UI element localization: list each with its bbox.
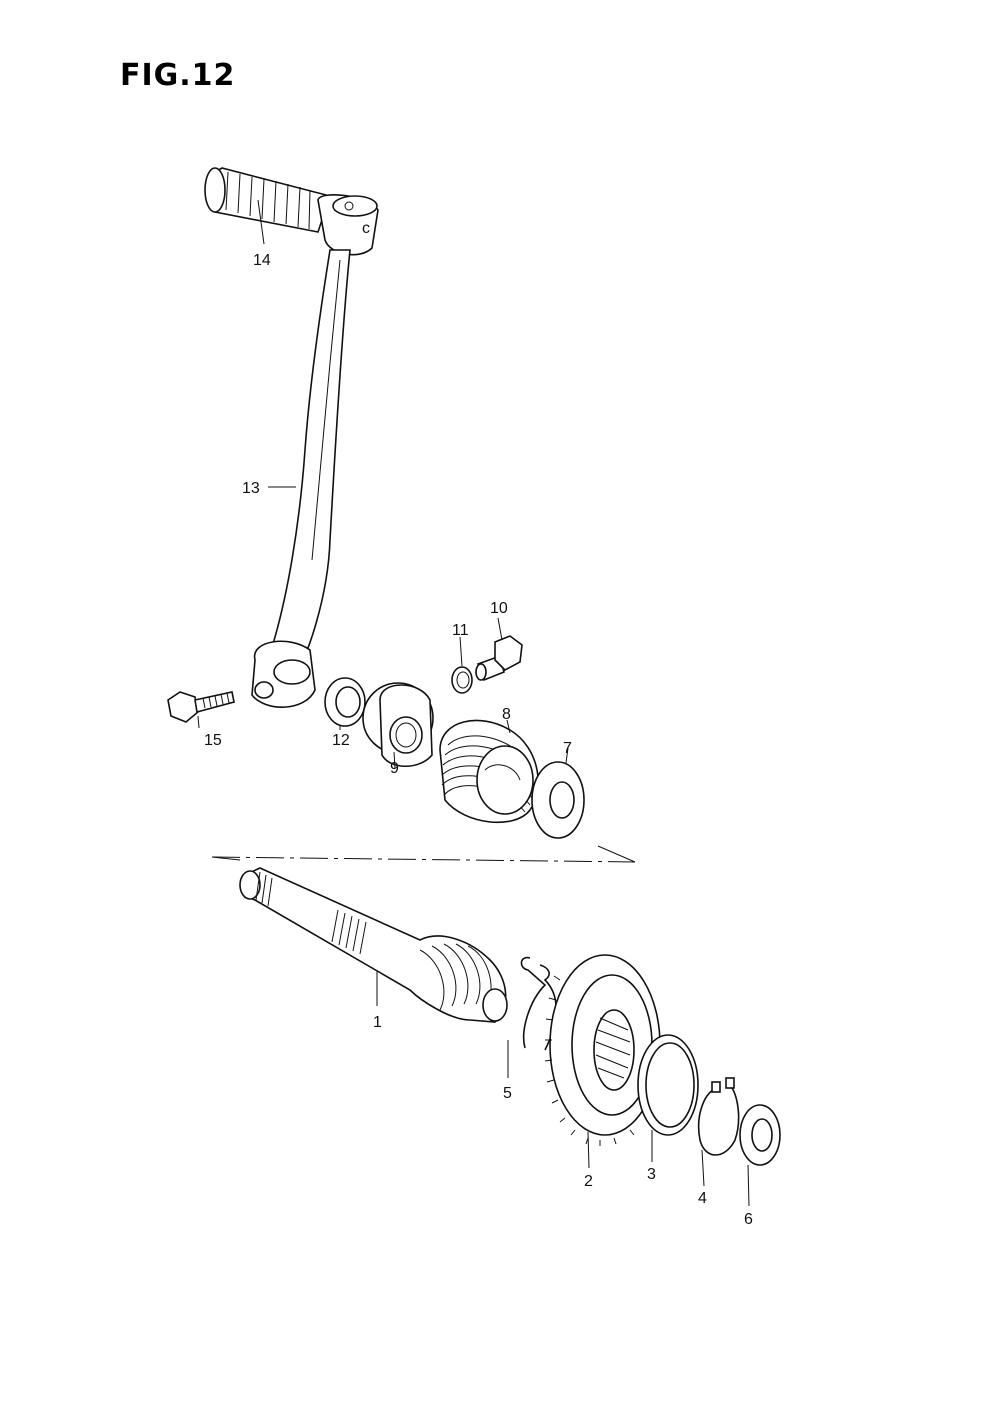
- part-8-spring: [439, 719, 539, 824]
- part-12-oil-seal: [324, 677, 366, 727]
- callout-15: 15: [204, 732, 222, 749]
- part-15-bolt: [167, 691, 235, 723]
- callout-12: 12: [332, 732, 350, 749]
- part-7-washer: [531, 761, 585, 839]
- part-4-circlip: [697, 1077, 740, 1156]
- callout-14: 14: [253, 252, 271, 269]
- callout-6: 6: [744, 1211, 753, 1228]
- callout-4: 4: [698, 1190, 707, 1207]
- figure-title: FIG.12: [120, 58, 236, 93]
- part-13-lever: [251, 249, 351, 708]
- callout-13: 13: [242, 480, 260, 497]
- callout-7: 7: [563, 740, 572, 757]
- part-3-washer: [637, 1034, 699, 1136]
- part-1-shaft: [239, 867, 508, 1023]
- svg-text:c: c: [362, 220, 370, 237]
- callout-1: 1: [373, 1014, 382, 1031]
- part-10-stopper-bolt: [475, 635, 523, 682]
- part-14-grip: c: [204, 167, 379, 256]
- callout-2: 2: [584, 1173, 593, 1190]
- part-9-spring-guide: [362, 682, 434, 767]
- part-11-washer: [451, 666, 473, 694]
- callout-10: 10: [490, 600, 508, 617]
- callout-3: 3: [647, 1166, 656, 1183]
- assembly-alignment-line: [211, 845, 636, 863]
- part-2-gear: [544, 954, 661, 1146]
- callout-8: 8: [502, 706, 511, 723]
- part-6-washer: [739, 1104, 781, 1166]
- callout-11: 11: [452, 622, 469, 639]
- callout-9: 9: [390, 760, 399, 777]
- leader-lines: [197, 199, 750, 1207]
- callout-5: 5: [503, 1085, 512, 1102]
